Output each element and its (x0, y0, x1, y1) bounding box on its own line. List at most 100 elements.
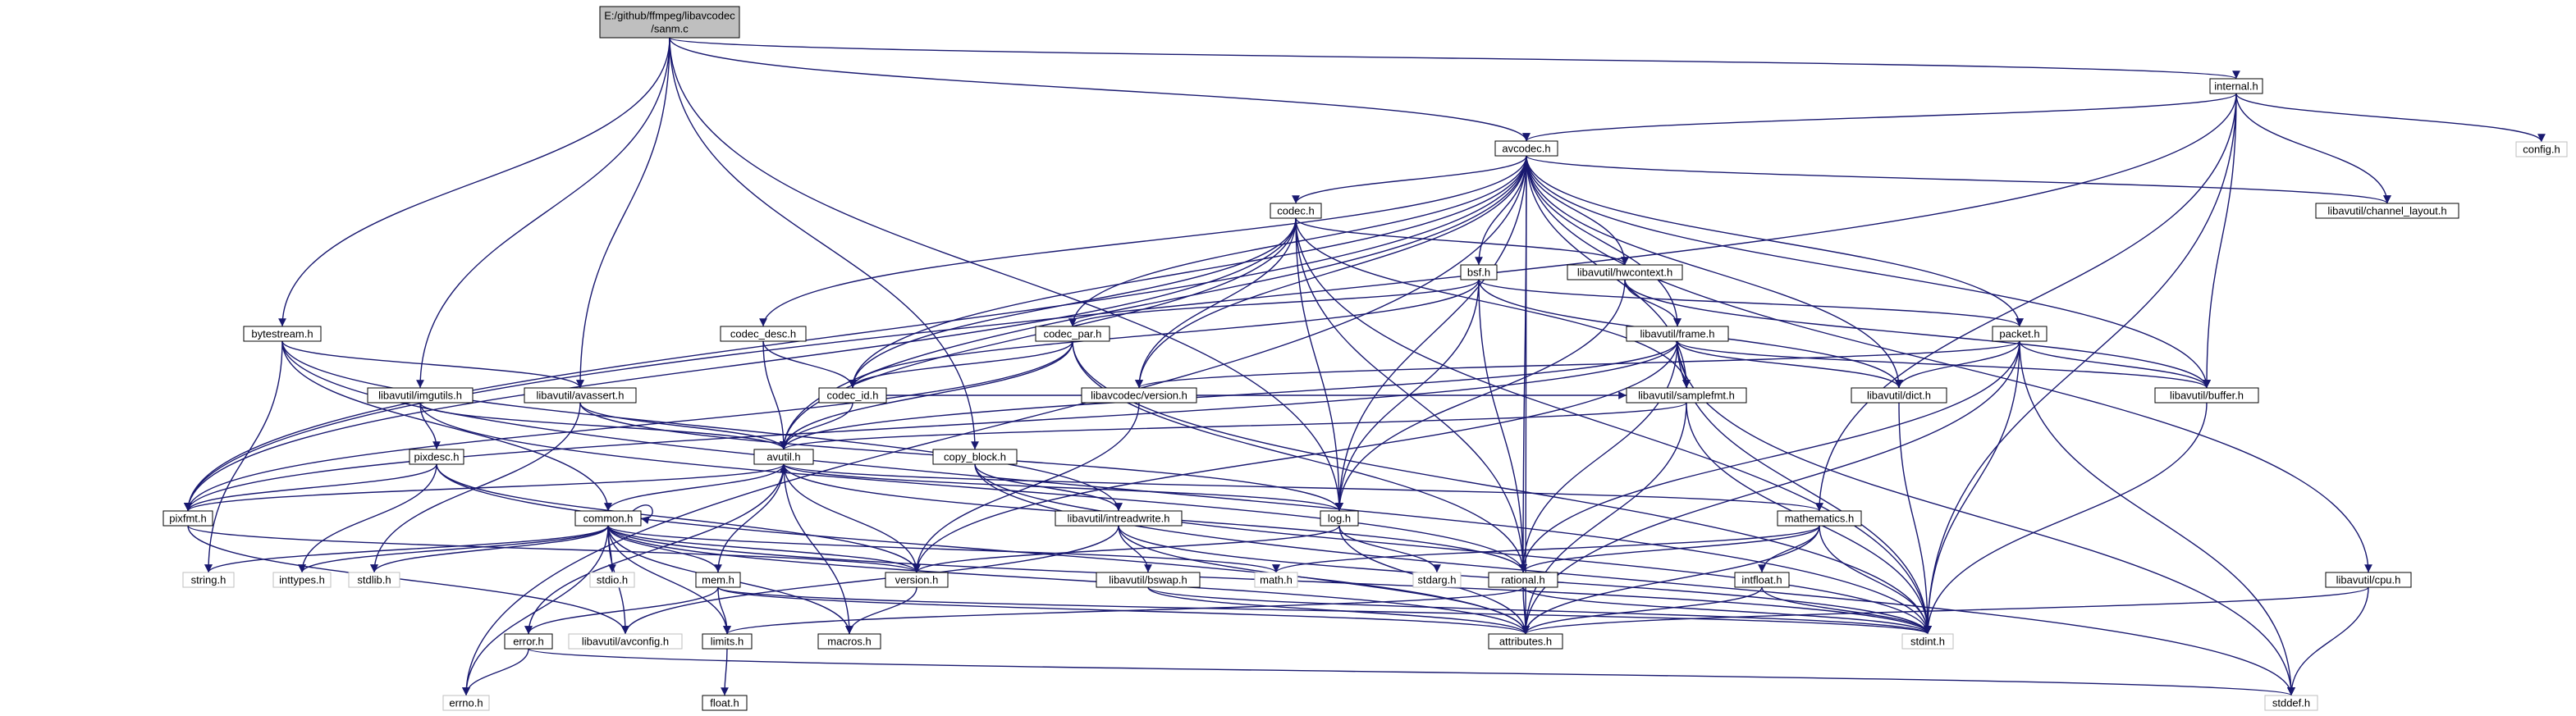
node-label: errno.h (449, 697, 483, 709)
node-codec-par-h[interactable]: codec_par.h (1035, 326, 1110, 342)
node-sanm[interactable]: E:/github/ffmpeg/libavcodec/sanm.c (599, 6, 740, 39)
node-label: pixfmt.h (169, 513, 207, 525)
node-label: float.h (710, 697, 739, 709)
node-avconfig-h: libavutil/avconfig.h (568, 633, 683, 650)
node-label: mem.h (702, 574, 734, 586)
node-error-h[interactable]: error.h (504, 633, 553, 650)
edge-pixfmt_h-to-version_h (187, 525, 921, 573)
node-float-h[interactable]: float.h (702, 695, 748, 711)
edge-mem_h-to-error_h (524, 586, 719, 635)
node-box (1494, 140, 1558, 157)
edge-sanm-to-internal_h (669, 37, 2240, 80)
edge-mathematics_h-to-rational_h (1519, 525, 1820, 573)
node-box (2325, 572, 2412, 588)
node-label: E:/github/ffmpeg/libavcodec (604, 10, 735, 22)
edge-bytestream_h-to-avassert_h (281, 340, 584, 389)
node-frame-h[interactable]: libavutil/frame.h (1626, 326, 1729, 342)
edge-codec_par_h-to-codec_id_h (849, 340, 1073, 389)
edge-avutil_h-to-log_h (783, 463, 1343, 512)
edge-common_h-to-stdlib_h (370, 525, 609, 573)
node-codec-id-h[interactable]: codec_id.h (818, 387, 887, 404)
node-box (162, 510, 213, 527)
node-imgutils-h[interactable]: libavutil/imgutils.h (367, 387, 474, 404)
node-label: codec.h (1277, 205, 1315, 217)
edge-bsf_h-to-codec_id_h (849, 279, 1480, 389)
node-limits-h[interactable]: limits.h (702, 633, 753, 650)
edge-bsf_h-to-rational_h (1478, 279, 1527, 573)
edge-bytestream_h-to-intreadwrite_h (281, 340, 1123, 512)
node-rational-h[interactable]: rational.h (1488, 572, 1558, 588)
node-mathematics-h[interactable]: mathematics.h (1777, 510, 1862, 527)
node-pixfmt-h[interactable]: pixfmt.h (162, 510, 213, 527)
node-avassert-h[interactable]: libavutil/avassert.h (524, 387, 637, 404)
edge-avutil_h-to-mathematics_h (783, 463, 1823, 512)
edge-error_h-to-stddef_h (528, 648, 2295, 696)
node-buffer-h[interactable]: libavutil/buffer.h (2154, 387, 2259, 404)
node-box (1254, 572, 1298, 588)
node-bswap-h[interactable]: libavutil/bswap.h (1096, 572, 1201, 588)
edge-internal_h-to-pixfmt_h (184, 93, 2237, 512)
node-label: libavutil/dict.h (1867, 390, 1931, 402)
node-attributes-h[interactable]: attributes.h (1488, 633, 1563, 650)
node-codec-desc-h[interactable]: codec_desc.h (720, 326, 807, 342)
node-lavc-version-h[interactable]: libavcodec/version.h (1081, 387, 1197, 404)
node-label: macros.h (827, 636, 871, 648)
node-label: packet.h (1999, 328, 2039, 340)
node-mem-h[interactable]: mem.h (695, 572, 741, 588)
node-box (1081, 387, 1197, 404)
node-common-h[interactable]: common.h (574, 510, 642, 527)
node-intreadwrite-h[interactable]: libavutil/intreadwrite.h (1055, 510, 1183, 527)
node-box (695, 572, 741, 588)
node-bsf-h[interactable]: bsf.h (1460, 264, 1498, 280)
node-hwcontext-h[interactable]: libavutil/hwcontext.h (1567, 264, 1683, 280)
edge-codec_h-to-hwcontext_h (1295, 217, 1629, 266)
node-box (599, 6, 740, 39)
node-label: libavutil/channel_layout.h (2327, 205, 2446, 217)
node-codec-h[interactable]: codec.h (1270, 203, 1322, 219)
node-box (1626, 387, 1747, 404)
node-samplefmt-h[interactable]: libavutil/samplefmt.h (1626, 387, 1747, 404)
edge-avutil_h-to-pixfmt_h (184, 463, 785, 512)
edge-pixdesc_h-to-pixfmt_h (184, 463, 437, 512)
node-label: pixdesc.h (414, 451, 460, 463)
node-log-h[interactable]: log.h (1320, 510, 1359, 527)
node-packet-h[interactable]: packet.h (1992, 326, 2048, 342)
node-avcodec-h[interactable]: avcodec.h (1494, 140, 1558, 157)
node-label: string.h (191, 574, 226, 586)
node-label: libavutil/intreadwrite.h (1067, 513, 1169, 525)
edge-internal_h-to-channel_layout_h (2235, 93, 2391, 204)
node-pixdesc-h[interactable]: pixdesc.h (409, 449, 464, 465)
edge-log_h-to-stdarg_h (1338, 525, 1441, 573)
node-avutil-h[interactable]: avutil.h (753, 449, 814, 465)
node-cpu-h[interactable]: libavutil/cpu.h (2325, 572, 2412, 588)
node-label: libavutil/imgutils.h (378, 390, 462, 402)
edge-common_h-to-common_h (632, 504, 653, 524)
node-intfloat-h[interactable]: intfloat.h (1734, 572, 1790, 588)
edge-cpu_h-to-attributes_h (1521, 586, 2369, 635)
edge-buffer_h-to-stdint_h (1924, 402, 2208, 635)
node-box (1055, 510, 1183, 527)
edge-avcodec_h-to-channel_layout_h (1526, 155, 2391, 204)
node-math-h: math.h (1254, 572, 1298, 588)
node-copy-block-h[interactable]: copy_block.h (932, 449, 1018, 465)
edge-pixdesc_h-to-inttypes_h (298, 463, 437, 573)
node-box (932, 449, 1018, 465)
edge-mathematics_h-to-intfloat_h (1758, 525, 1820, 573)
node-channel-layout-h[interactable]: libavutil/channel_layout.h (2315, 203, 2459, 219)
edge-layer (184, 37, 2546, 696)
edge-codec_h-to-pixfmt_h (184, 217, 1297, 512)
edge-samplefmt_h-to-attributes_h (1521, 402, 1687, 635)
edge-common_h-to-attributes_h (607, 525, 1530, 635)
edge-common_h-to-math_h (607, 525, 1280, 573)
node-macros-h[interactable]: macros.h (817, 633, 881, 650)
node-box (702, 633, 753, 650)
node-box (367, 387, 474, 404)
node-label: attributes.h (1499, 636, 1552, 648)
node-internal-h[interactable]: internal.h (2209, 78, 2263, 94)
edge-sanm-to-log_h (669, 37, 1343, 512)
node-bytestream-h[interactable]: bytestream.h (243, 326, 322, 342)
node-box (442, 695, 490, 711)
edge-common_h-to-limits_h (607, 525, 731, 635)
node-version-h[interactable]: version.h (885, 572, 949, 588)
node-dict-h[interactable]: libavutil/dict.h (1851, 387, 1947, 404)
